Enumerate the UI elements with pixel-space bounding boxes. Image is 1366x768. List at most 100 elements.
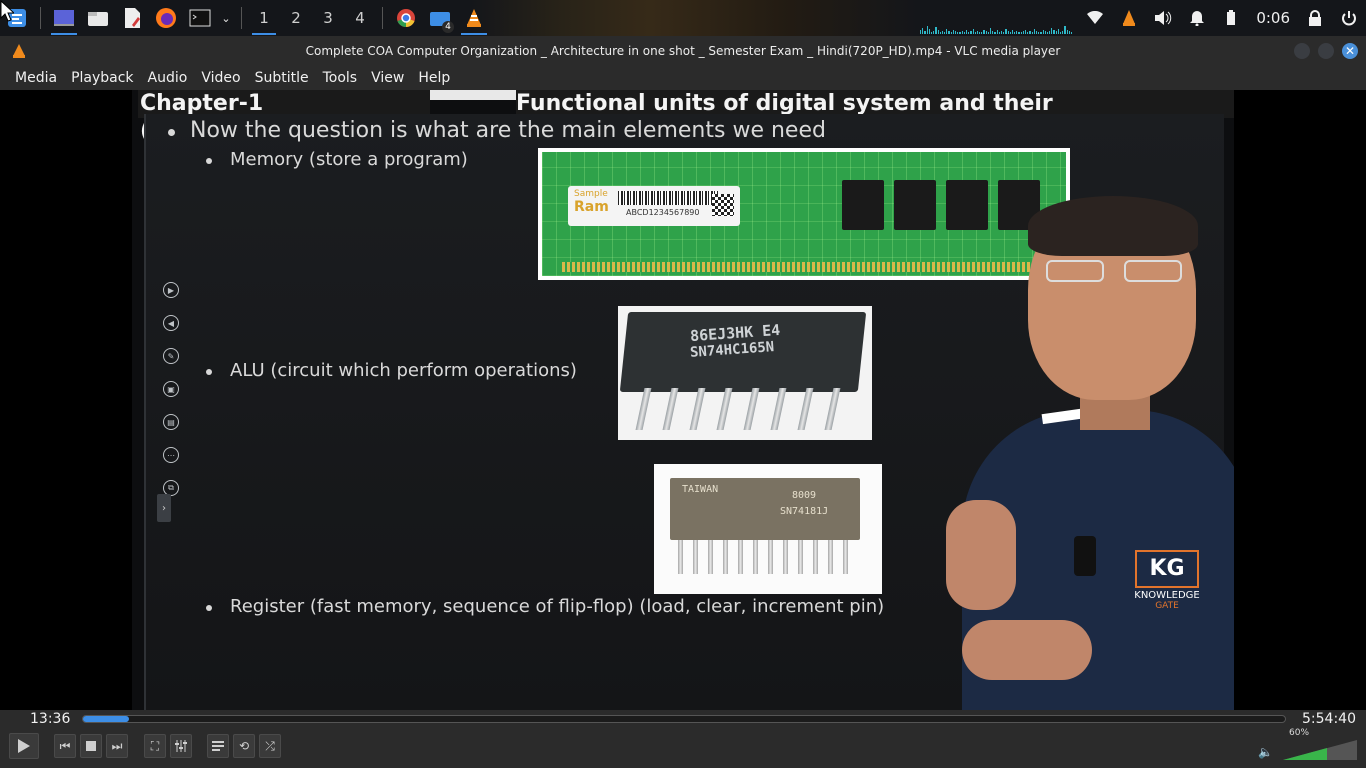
- chip-pin: [708, 540, 713, 574]
- chip-pin: [678, 540, 683, 574]
- presenter-glasses: [1042, 260, 1192, 282]
- vlc-tray-icon[interactable]: [1112, 1, 1146, 35]
- menu-bar: Media Playback Audio Video Subtitle Tool…: [0, 66, 1366, 90]
- minimize-button[interactable]: [1294, 43, 1310, 59]
- menu-tools[interactable]: Tools: [322, 70, 358, 86]
- elapsed-time[interactable]: 13:36: [30, 711, 71, 727]
- battery-icon[interactable]: [1214, 1, 1248, 35]
- notifications-icon[interactable]: [1180, 1, 1214, 35]
- menu-media[interactable]: Media: [15, 70, 58, 86]
- previous-button[interactable]: ⏮: [54, 734, 76, 758]
- workspace-2[interactable]: 2: [291, 9, 301, 27]
- next-button[interactable]: ⏭: [106, 734, 128, 758]
- vlc-window-icon: [12, 43, 26, 63]
- chip-pin: [716, 388, 733, 430]
- extended-settings-button[interactable]: [170, 734, 192, 758]
- mouse-cursor-icon: [0, 0, 14, 22]
- chip-pin: [662, 388, 679, 430]
- ram-label-code: ABCD1234567890: [626, 208, 700, 217]
- register-chip-taiwan: TAIWAN: [682, 484, 719, 495]
- panel-separator: [40, 7, 41, 29]
- wifi-icon[interactable]: [1078, 1, 1112, 35]
- bullet-dot: [168, 129, 175, 136]
- share-overlay-icon[interactable]: ⧉: [163, 480, 179, 496]
- playlist-button[interactable]: [207, 734, 229, 758]
- files-icon[interactable]: [81, 1, 115, 35]
- item-memory: Memory (store a program): [230, 149, 468, 170]
- menu-subtitle[interactable]: Subtitle: [254, 70, 309, 86]
- power-icon[interactable]: [1332, 1, 1366, 35]
- fullscreen-button[interactable]: ⛶: [144, 734, 166, 758]
- workspace-4[interactable]: 4: [355, 9, 365, 27]
- video-area[interactable]: Chapter-1 (Introduction) Functional unit…: [0, 90, 1366, 710]
- memory-chip: [894, 180, 936, 230]
- memory-chip: [842, 180, 884, 230]
- volume-percent: 60%: [1289, 728, 1310, 738]
- seek-bar[interactable]: [82, 715, 1286, 723]
- chip-pin: [635, 388, 652, 430]
- network-graph: [920, 20, 1073, 34]
- ram-label-ram: Ram: [574, 199, 609, 215]
- top-panel: ⌄ 1 2 3 4 4: [0, 0, 1366, 36]
- play-overlay-icon[interactable]: ▶: [163, 282, 179, 298]
- panel-wallpaper: [470, 0, 920, 36]
- chevron-down-icon[interactable]: ⌄: [221, 11, 231, 25]
- memory-chip: [946, 180, 988, 230]
- chip-pin: [689, 388, 706, 430]
- shuffle-button[interactable]: ⤮: [259, 734, 281, 758]
- playlist-icon: [212, 741, 224, 751]
- maximize-button[interactable]: [1318, 43, 1334, 59]
- menu-view[interactable]: View: [371, 70, 405, 86]
- pen-overlay-icon[interactable]: ✎: [163, 348, 179, 364]
- firefox-icon[interactable]: [149, 1, 183, 35]
- volume-slider[interactable]: 60%: [1283, 728, 1357, 760]
- chip-pin: [843, 540, 848, 574]
- register-chip-body: [670, 478, 860, 540]
- menu-video[interactable]: Video: [201, 70, 241, 86]
- workspace-1[interactable]: 1: [248, 1, 280, 35]
- play-icon: [18, 739, 30, 753]
- volume-fill: [1283, 748, 1327, 760]
- close-button[interactable]: ✕: [1342, 43, 1358, 59]
- chip-pin: [798, 540, 803, 574]
- menu-audio[interactable]: Audio: [147, 70, 188, 86]
- slide-question: Now the question is what are the main el…: [190, 118, 826, 143]
- window-count-badge: 4: [442, 21, 454, 33]
- screenshot-overlay-icon[interactable]: ▣: [163, 381, 179, 397]
- logo-line2: GATE: [1155, 601, 1179, 611]
- vlc-icon[interactable]: [457, 1, 491, 35]
- loop-button[interactable]: ⟲: [233, 734, 255, 758]
- menu-help[interactable]: Help: [418, 70, 451, 86]
- fullscreen-icon: ⛶: [150, 738, 160, 753]
- panel-separator: [382, 7, 383, 29]
- item-alu: ALU (circuit which perform operations): [230, 360, 577, 381]
- qr-code: [712, 194, 734, 216]
- skip-forward-icon: ⏭: [111, 738, 123, 753]
- workspace-3[interactable]: 3: [323, 9, 333, 27]
- barcode: [618, 191, 718, 205]
- play-button[interactable]: [9, 733, 39, 759]
- back-overlay-icon[interactable]: ◀: [163, 315, 179, 331]
- clock[interactable]: 0:06: [1256, 9, 1290, 27]
- volume-icon[interactable]: [1146, 1, 1180, 35]
- show-desktop-icon[interactable]: [47, 1, 81, 35]
- total-time[interactable]: 5:54:40: [1302, 711, 1356, 727]
- close-icon: ✕: [1344, 44, 1356, 58]
- menu-playback[interactable]: Playback: [71, 70, 134, 86]
- lock-icon[interactable]: [1298, 1, 1332, 35]
- text-editor-icon[interactable]: [115, 1, 149, 35]
- image-overlay-icon[interactable]: ▤: [163, 414, 179, 430]
- bullet-dot: [206, 158, 212, 164]
- overlay-collapse-tab[interactable]: ›: [157, 494, 171, 522]
- speaker-icon[interactable]: 🔈: [1258, 745, 1273, 759]
- panel-separator: [241, 7, 242, 29]
- window-titlebar[interactable]: Complete COA Computer Organization _ Arc…: [0, 36, 1366, 66]
- chip-pin: [743, 388, 760, 430]
- window-title: Complete COA Computer Organization _ Arc…: [305, 44, 1061, 58]
- chrome-icon[interactable]: [389, 1, 423, 35]
- stop-icon: [86, 741, 96, 751]
- terminal-icon[interactable]: [183, 1, 217, 35]
- file-manager-icon[interactable]: 4: [423, 1, 457, 35]
- more-overlay-icon[interactable]: ⋯: [163, 447, 179, 463]
- stop-button[interactable]: [80, 734, 102, 758]
